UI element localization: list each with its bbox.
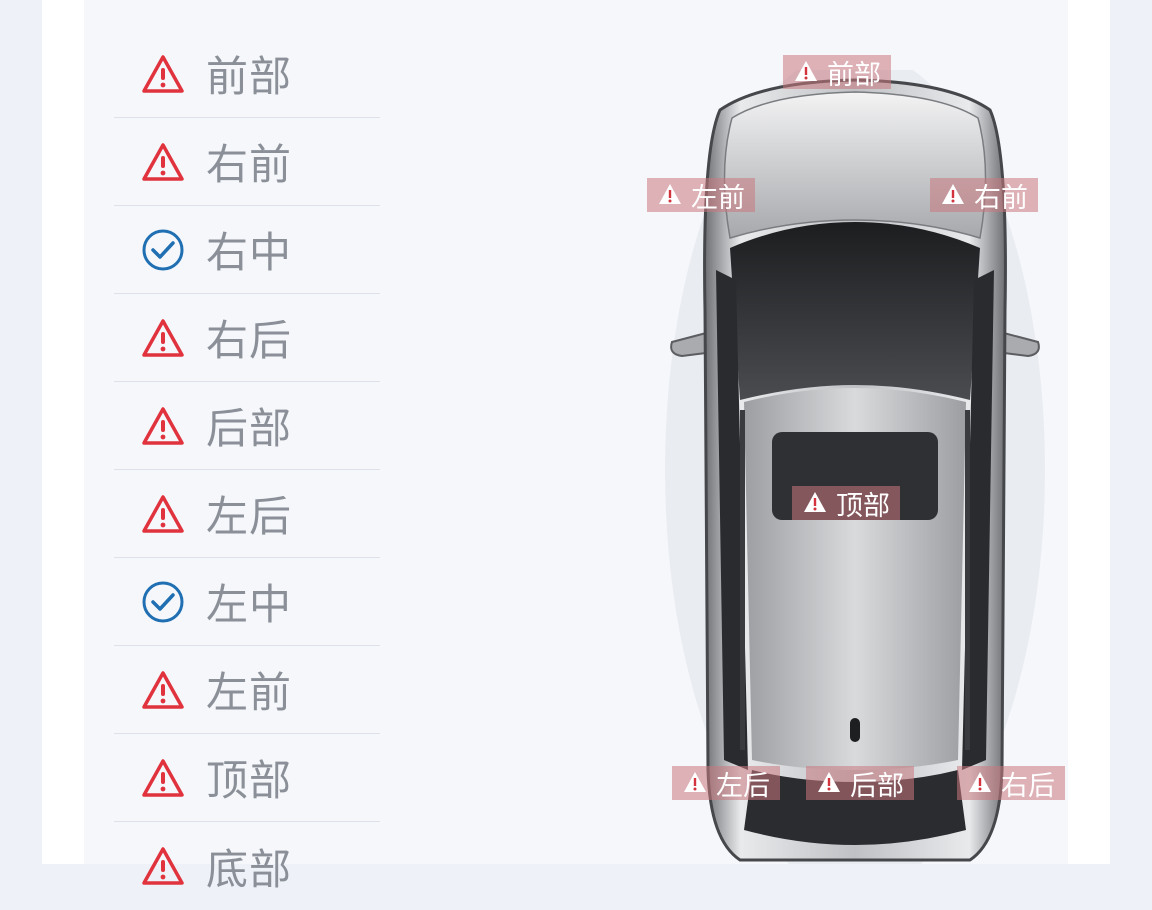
part-label: 顶部 xyxy=(206,756,293,805)
tag-label: 左后 xyxy=(716,770,770,802)
check-circle-icon xyxy=(140,227,186,273)
part-label: 底部 xyxy=(206,844,293,894)
tag-label: 右后 xyxy=(1001,770,1055,802)
warning-icon xyxy=(657,182,683,208)
warning-icon xyxy=(140,315,186,361)
part-list: 前部 右前 右中 右后 后部 左后 左中 xyxy=(114,30,380,910)
part-row-right-front[interactable]: 右前 xyxy=(114,118,380,206)
part-row-roof[interactable]: 顶部 xyxy=(114,734,380,822)
warning-icon xyxy=(816,770,842,796)
tag-rear-right[interactable]: 右后 xyxy=(957,766,1065,802)
part-label: 后部 xyxy=(206,404,293,453)
part-row-rear[interactable]: 后部 xyxy=(114,382,380,470)
part-label: 右前 xyxy=(206,140,293,189)
part-row-left-rear[interactable]: 左后 xyxy=(114,470,380,558)
tag-front-right[interactable]: 右前 xyxy=(930,178,1038,214)
warning-icon xyxy=(140,755,186,801)
warning-icon xyxy=(140,843,186,889)
part-row-front[interactable]: 前部 xyxy=(114,30,380,118)
tag-label: 后部 xyxy=(850,770,904,802)
part-label: 右后 xyxy=(206,316,293,365)
warning-icon xyxy=(140,51,186,97)
warning-icon xyxy=(793,59,819,85)
part-label: 左前 xyxy=(206,668,293,717)
tag-rear-left[interactable]: 左后 xyxy=(672,766,780,802)
tag-label: 顶部 xyxy=(836,490,890,522)
part-row-left-middle[interactable]: 左中 xyxy=(114,558,380,646)
tag-roof[interactable]: 顶部 xyxy=(792,486,900,522)
part-row-left-front[interactable]: 左前 xyxy=(114,646,380,734)
tag-label: 右前 xyxy=(974,182,1028,214)
part-row-right-middle[interactable]: 右中 xyxy=(114,206,380,294)
warning-icon xyxy=(140,491,186,537)
part-label: 左后 xyxy=(206,492,293,541)
check-circle-icon xyxy=(140,579,186,625)
warning-icon xyxy=(802,490,828,516)
part-row-right-rear[interactable]: 右后 xyxy=(114,294,380,382)
part-label: 右中 xyxy=(206,228,293,277)
warning-icon xyxy=(682,770,708,796)
part-label: 左中 xyxy=(206,580,293,629)
tag-front[interactable]: 前部 xyxy=(783,55,891,91)
car-top-view xyxy=(665,70,1045,864)
warning-icon xyxy=(140,139,186,185)
warning-icon xyxy=(940,182,966,208)
tag-label: 左前 xyxy=(691,182,745,214)
warning-icon xyxy=(140,667,186,713)
tag-front-left[interactable]: 左前 xyxy=(647,178,755,214)
warning-icon xyxy=(140,403,186,449)
warning-icon xyxy=(967,770,993,796)
part-row-bottom[interactable]: 底部 xyxy=(114,822,380,910)
tag-label: 前部 xyxy=(827,59,881,91)
tag-rear[interactable]: 后部 xyxy=(806,766,914,802)
part-label: 前部 xyxy=(206,52,293,101)
